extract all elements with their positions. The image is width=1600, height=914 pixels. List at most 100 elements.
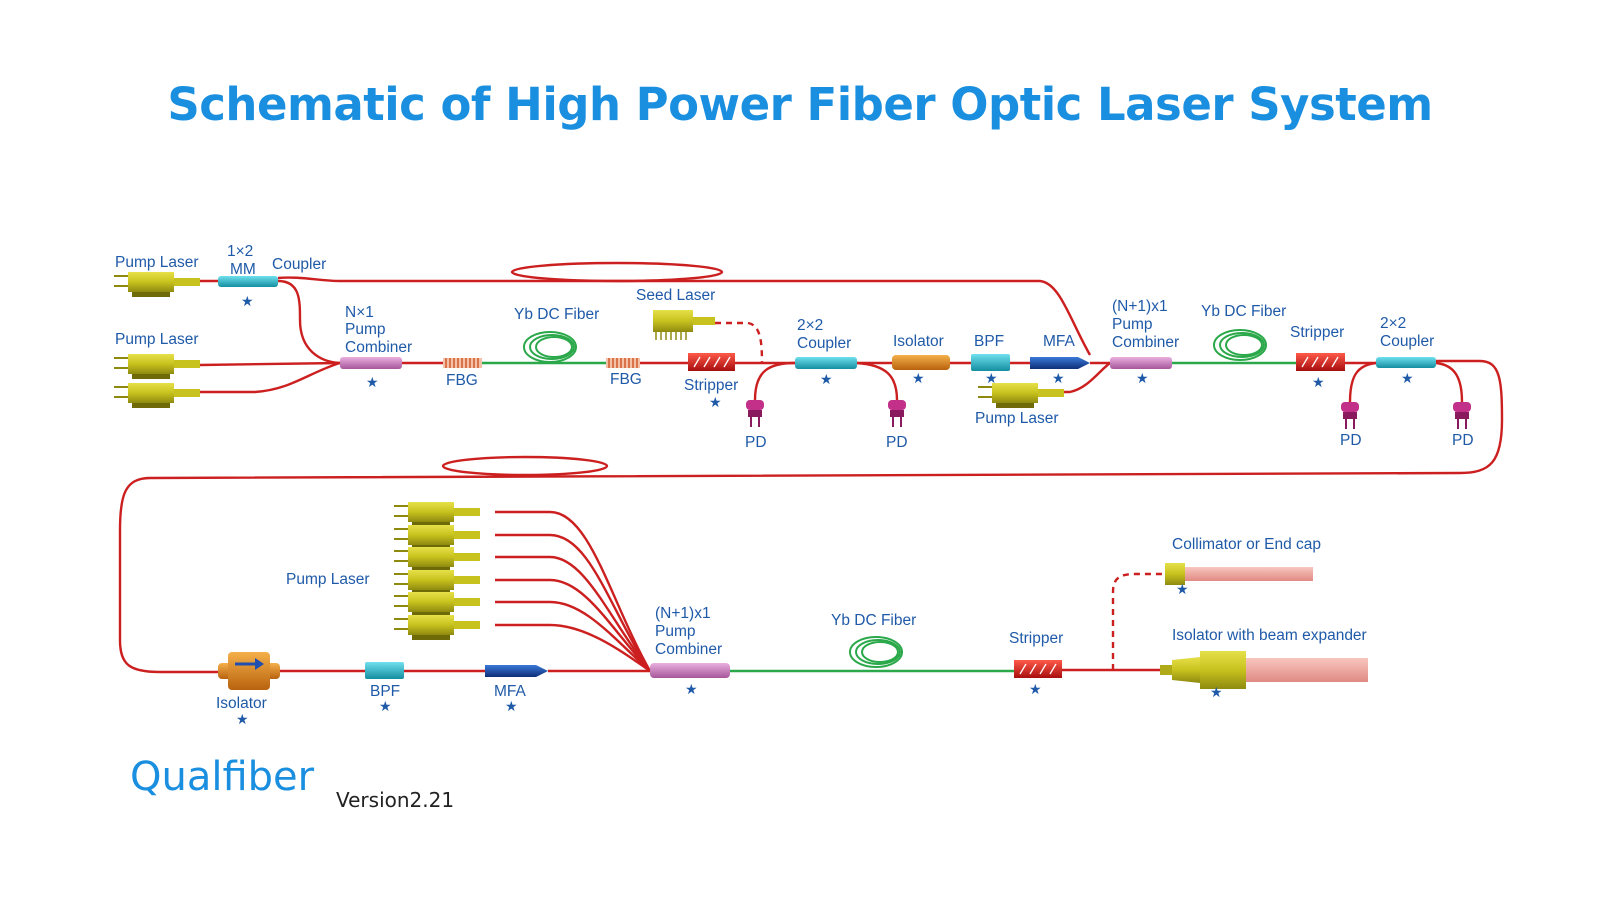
label-coupler-2x2-1: Coupler [797,335,851,352]
pd-2 [888,400,906,427]
label-pump-laser-1: Pump Laser [115,254,199,271]
label-bpf-1: BPF [974,333,1004,350]
pump-laser-bank-6 [394,615,480,640]
star-icon: ★ [1136,370,1149,386]
yb-dc-fiber-coil-3 [849,636,903,668]
fiber-bank-5 [495,600,651,672]
yb-dc-fiber-coil-2 [1213,329,1267,361]
green-fibers [482,361,1296,673]
n1x1-pump-combiner-2 [650,663,730,678]
labels: Pump Laser 1×2 MM Coupler Pump Laser N×1… [115,243,1474,712]
label-mfa-2: MFA [494,683,527,700]
collimator-end-cap [1165,563,1313,585]
fiber-pump3-to-combiner [200,361,341,394]
stripper-2 [1296,353,1345,371]
isolator-2 [218,652,280,690]
label-mm: MM [230,261,256,278]
label-coupler-mm: Coupler [272,256,326,273]
label-pump-3: Pump [655,623,696,640]
star-icon: ★ [985,370,998,386]
label-mfa-1: MFA [1043,333,1076,350]
label-yb-dc-fiber-3: Yb DC Fiber [831,612,916,629]
isolator-beam-expander [1160,651,1368,689]
fiber-bank-2 [495,533,652,672]
pump-laser-4 [978,383,1064,408]
star-icon: ★ [1176,581,1189,597]
star-icon: ★ [1029,681,1042,697]
seed-laser [653,310,715,340]
pd-4 [1453,402,1471,429]
label-pump-laser-bank: Pump Laser [286,571,370,588]
pump-laser-1 [114,272,200,297]
label-n1x1-1: (N+1)x1 [1112,298,1168,315]
version-label: Version2.21 [336,788,455,812]
coupler-2x2-2 [1376,357,1436,368]
star-icon: ★ [1210,684,1223,700]
fiber-bank-3 [495,555,651,672]
star-icon: ★ [1401,370,1414,386]
label-pump-1: Pump [345,321,386,338]
label-mm-1x2: 1×2 [227,243,253,260]
star-icon: ★ [820,371,833,387]
pump-laser-bank-5 [394,592,480,617]
mm-coupler [218,276,278,287]
pd-1 [746,400,764,427]
star-icon: ★ [241,293,254,309]
pump-laser-2 [114,354,200,379]
fiber-mm-to-combiner [277,279,341,365]
label-combiner-2: Combiner [1112,334,1179,351]
label-n1x1-2: (N+1)x1 [655,605,711,622]
label-combiner-3: Combiner [655,641,722,658]
fiber-pd3 [1348,361,1377,403]
label-yb-dc-fiber-1: Yb DC Fiber [514,306,599,323]
page-title: Schematic of High Power Fiber Optic Lase… [167,78,1433,131]
fiber-bank-1 [495,510,652,672]
label-stripper-1: Stripper [684,377,738,394]
label-isolator-1: Isolator [893,333,944,350]
fiber-pump-to-combiner2 [1055,362,1111,394]
fiber-coil-bottom [441,455,609,477]
pump-laser-bank-4 [394,570,480,595]
label-2x2-1: 2×2 [797,317,823,334]
pump-laser-bank-2 [394,525,480,550]
nx1-pump-combiner [340,357,402,369]
label-pump-2: Pump [1112,316,1153,333]
fiber-bank-4 [495,578,651,672]
label-pump-laser-2: Pump Laser [115,331,199,348]
label-combiner-1: Combiner [345,339,412,356]
star-icon: ★ [1052,370,1065,386]
fiber-bank-6 [495,623,651,672]
fiber-pd1 [753,361,796,401]
label-fbg-1: FBG [446,372,478,389]
pd-3 [1341,402,1359,429]
fiber-long-loop-top [277,276,1092,356]
label-coupler-2x2-2: Coupler [1380,333,1434,350]
bpf-1 [971,354,1010,371]
star-icon: ★ [685,681,698,697]
label-pd-3: PD [1340,432,1362,449]
star-icon: ★ [379,698,392,714]
label-pd-4: PD [1452,432,1474,449]
label-pd-2: PD [886,434,908,451]
pump-lasers [114,272,1064,640]
label-isolator-beam: Isolator with beam expander [1172,627,1367,644]
fiber-return-loop [118,359,1504,674]
stripper-3 [1014,660,1062,678]
mfa-2 [485,665,548,677]
star-icon: ★ [912,370,925,386]
fiber-seed-dashed [715,321,764,364]
pump-laser-bank-3 [394,547,480,572]
star-icon: ★ [236,711,249,727]
dashed-fibers [715,321,1165,670]
star-icon: ★ [505,698,518,714]
n1x1-pump-combiner-1 [1110,357,1172,369]
fiber-pd2 [856,361,899,401]
label-fbg-2: FBG [610,371,642,388]
label-2x2-2: 2×2 [1380,315,1406,332]
star-icon: ★ [709,394,722,410]
fbg-1 [443,358,482,368]
fiber-pd4 [1435,361,1464,403]
pump-laser-3 [114,383,200,408]
